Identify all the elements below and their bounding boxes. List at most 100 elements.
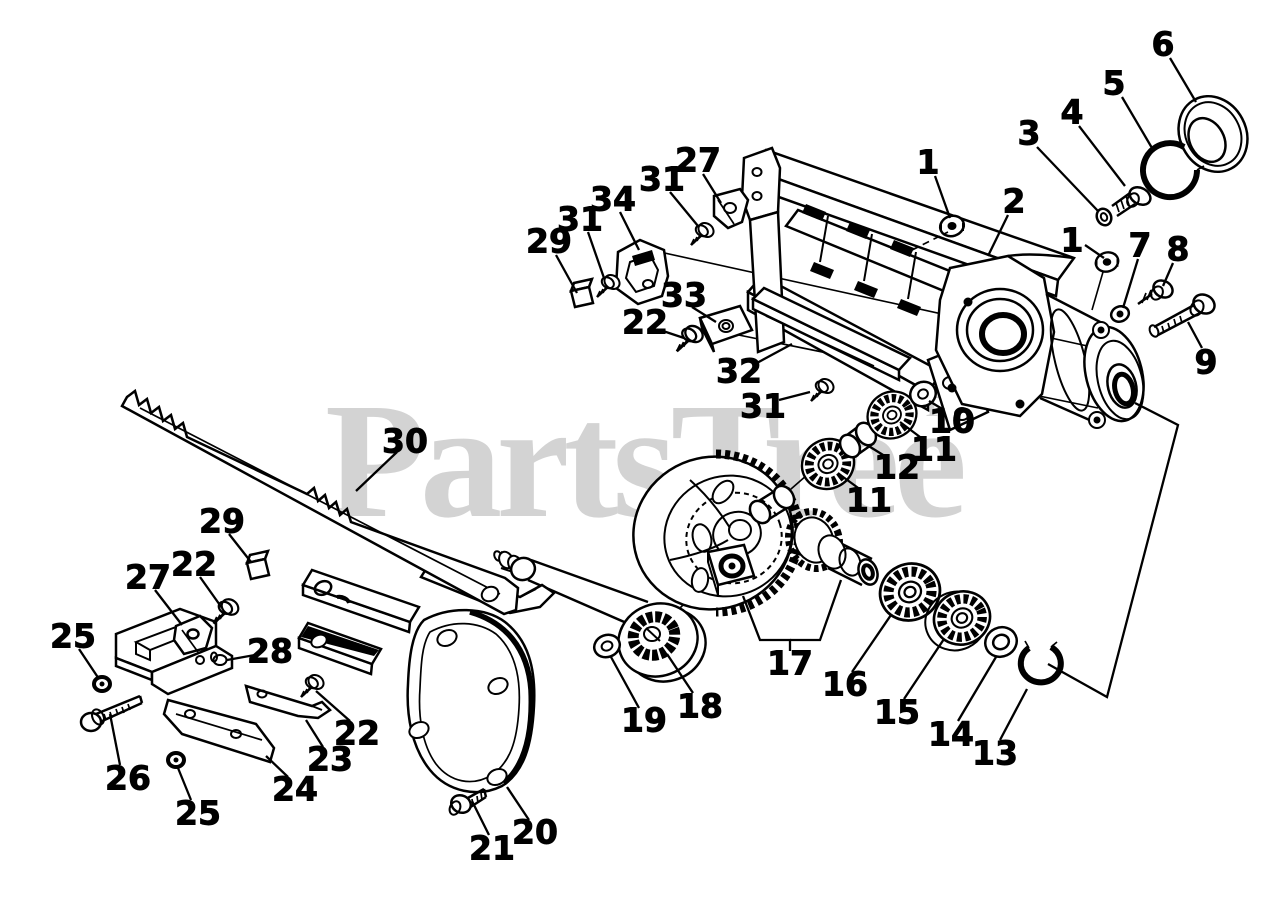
part-number-label: 11 [846,481,892,520]
leader-line [1186,321,1204,349]
leader-line [78,648,100,680]
part-number-label: 25 [175,794,221,833]
part-callout-26: 26 [105,713,151,798]
part-callout-16: 16 [822,614,892,704]
leader-line [1121,96,1153,149]
part-number-label: 22 [622,303,668,342]
part-number-label: 29 [526,222,572,261]
leader-line [609,656,641,709]
part-number-label: 32 [716,352,762,391]
leader-line [470,800,491,836]
bolt-9 [1148,293,1216,338]
part-callout-6: 6 [1151,24,1197,103]
bolt-4 [1111,185,1152,218]
guide-bar-32 [750,286,913,382]
part-number-label: 31 [557,200,603,239]
key-29 [245,549,271,581]
washer-19 [592,633,622,659]
washer-3 [1095,207,1113,227]
fork-plate-23 [244,684,332,720]
bolt-26 [79,694,144,733]
upper-shaft-parts [793,377,938,498]
part-number-label: 10 [929,402,975,441]
key-29 [569,277,595,309]
part-number-label: 34 [590,180,636,219]
leader-line [741,595,792,651]
part-callout-25: 25 [50,616,100,680]
part-number-label: 31 [639,160,685,199]
part-number-label: 14 [928,715,974,754]
leader-line [355,451,398,492]
leader-line [754,342,793,366]
part-callout-1: 1 [1060,220,1105,260]
leader-line [838,473,862,491]
reference-line [1091,271,1104,311]
part-callout-31: 31 [557,199,606,279]
part-callout-33: 33 [661,275,717,323]
reference-line [659,251,1134,357]
gear-assembly-17 [632,449,879,617]
leader-line [1078,125,1126,187]
leader-line [1047,401,1180,699]
nut-25 [166,751,186,769]
leader-line [778,390,811,402]
part-number-label: 5 [1103,64,1126,103]
part-callout-23: 23 [305,719,353,779]
snap-ring-13 [1017,640,1064,686]
part-number-label: 25 [50,617,96,656]
part-number-label: 22 [171,545,217,584]
centerline-dash [911,231,949,251]
part-callout-8: 8 [1161,229,1190,287]
leader-line [903,638,945,700]
clip-27 [172,614,214,656]
part-callout-25: 25 [175,767,221,833]
part-number-label: 20 [512,813,558,852]
part-callout-30: 30 [355,421,428,492]
part-callout-11: 11 [838,473,892,520]
part-number-label: 33 [661,276,707,315]
leader-line [1161,262,1175,287]
leader-line [702,173,722,204]
part-callout-29: 29 [199,501,252,563]
leader-line [1121,258,1140,309]
clip-27 [712,187,750,230]
part-callout-22: 22 [622,302,685,342]
leader-line [586,231,606,279]
part-callout-14: 14 [928,656,997,754]
nut-25 [92,675,112,693]
part-callout-1: 1 [916,142,952,219]
lower-shaft-parts [871,554,1064,686]
part-number-label: 3 [1018,114,1041,153]
blade-mount-bracket [79,549,332,769]
nut-7 [1109,305,1131,323]
gear-cover-20 [406,608,536,794]
leader-line [790,579,843,642]
leader-line [305,719,324,748]
leader-line [1036,146,1099,212]
pinion-shaft [784,507,879,587]
part-callout-31: 31 [740,386,811,426]
bolt-21 [448,787,488,816]
part-number-label: 30 [382,422,428,461]
part-number-label: 27 [125,558,171,597]
part-callout-28: 28 [226,631,293,671]
part-number-label: 8 [1167,230,1190,269]
leader-line [1084,244,1105,259]
leader-line [228,533,252,563]
part-callout-17: 17 [741,579,843,683]
part-callout-15: 15 [874,638,945,732]
part-callout-22: 22 [315,690,380,753]
part-number-label: 2 [1003,182,1026,221]
part-number-label: 17 [767,644,813,683]
part-callout-19: 19 [609,656,667,740]
part-callout-11: 11 [899,421,957,469]
washer-10 [908,380,938,408]
part-callout-24: 24 [265,755,318,809]
leader-line [618,211,641,251]
part-number-label: 21 [469,829,515,868]
part-number-label: 22 [334,714,380,753]
nut-28 [210,651,228,666]
leader-line [933,175,952,219]
